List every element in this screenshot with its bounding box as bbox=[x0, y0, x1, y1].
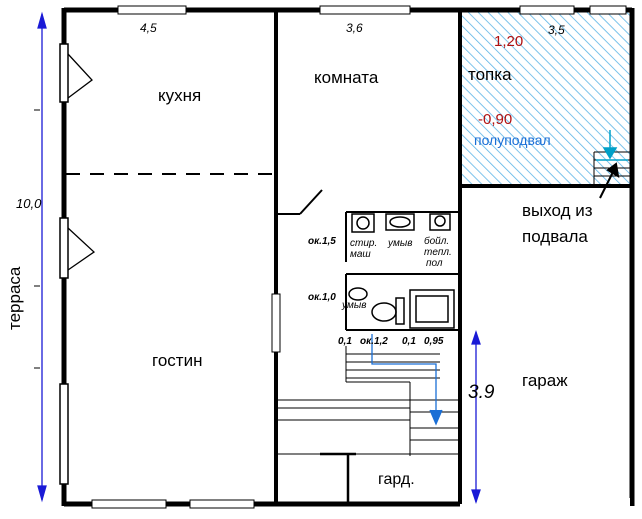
boiler-label-3: пол bbox=[426, 258, 443, 269]
left-door-swings bbox=[67, 53, 96, 271]
garage-depth-dim: 3.9 bbox=[468, 382, 495, 403]
room-width-dim: 3,6 bbox=[346, 21, 363, 35]
garage-door-gap bbox=[470, 498, 630, 510]
kitchen-label: кухня bbox=[158, 86, 201, 105]
window-1-0-label: ок.1,0 bbox=[308, 292, 336, 303]
tick-marks bbox=[34, 109, 40, 369]
room-wall-window bbox=[271, 293, 281, 353]
door-0-1-label-a: 0,1 bbox=[338, 336, 352, 347]
boiler-symbol bbox=[429, 213, 451, 231]
furnace-width-dim: 3,5 bbox=[548, 23, 565, 37]
basement-exit-arrow bbox=[599, 162, 620, 199]
washing-machine-label-2: маш bbox=[350, 249, 371, 260]
left-wall-openings bbox=[59, 43, 69, 485]
stairs bbox=[278, 346, 460, 456]
bathroom-walls bbox=[276, 189, 460, 331]
garage-dimension-line bbox=[471, 329, 481, 505]
terrace-dimension-line bbox=[37, 11, 47, 503]
basement-exit-label-line1: выход из bbox=[522, 201, 593, 220]
washing-machine-label-1: стир. bbox=[350, 238, 377, 249]
level-bottom-mark: -0,90 bbox=[478, 111, 512, 128]
basement-exit-level-arrow bbox=[596, 130, 628, 161]
terrace-label: терраса bbox=[5, 266, 24, 330]
wardrobe-walls bbox=[320, 452, 356, 504]
house-length-dim: 10,0 bbox=[16, 196, 42, 211]
furnace-label: топка bbox=[468, 65, 512, 84]
level-top-mark: 1,20 bbox=[494, 33, 523, 50]
washbasin-2-label: умыв bbox=[341, 300, 366, 311]
door-0-95-label: 0,95 bbox=[424, 336, 444, 347]
garage-label: гараж bbox=[522, 371, 568, 390]
washing-machine-symbol bbox=[351, 213, 375, 233]
window-1-5-label: ок.1,5 bbox=[308, 236, 336, 247]
boiler-label-1: бойл. bbox=[424, 235, 449, 247]
living-label: гостин bbox=[152, 351, 202, 370]
shower-symbol bbox=[409, 289, 455, 329]
washbasin-1-symbol bbox=[385, 213, 415, 231]
basement-exit-label-line2: подвала bbox=[522, 227, 588, 246]
door-0-1-label-b: 0,1 bbox=[402, 336, 416, 347]
top-windows bbox=[91, 5, 627, 509]
interior-walls bbox=[274, 10, 632, 504]
wardrobe-label: гард. bbox=[378, 471, 415, 488]
stairs-direction-arrow bbox=[371, 334, 443, 426]
semi-basement-label: полуподвал bbox=[474, 132, 551, 148]
window-1-2-label: ок.1,2 bbox=[360, 336, 388, 347]
kitchen-width-dim: 4,5 bbox=[140, 21, 157, 35]
boiler-label-2: тепл. bbox=[424, 247, 452, 258]
washbasin-1-label: умыв bbox=[387, 238, 412, 249]
washbasin-2-symbol bbox=[348, 287, 405, 325]
semi-basement-hatch bbox=[462, 10, 630, 184]
room-label: комната bbox=[314, 68, 379, 87]
